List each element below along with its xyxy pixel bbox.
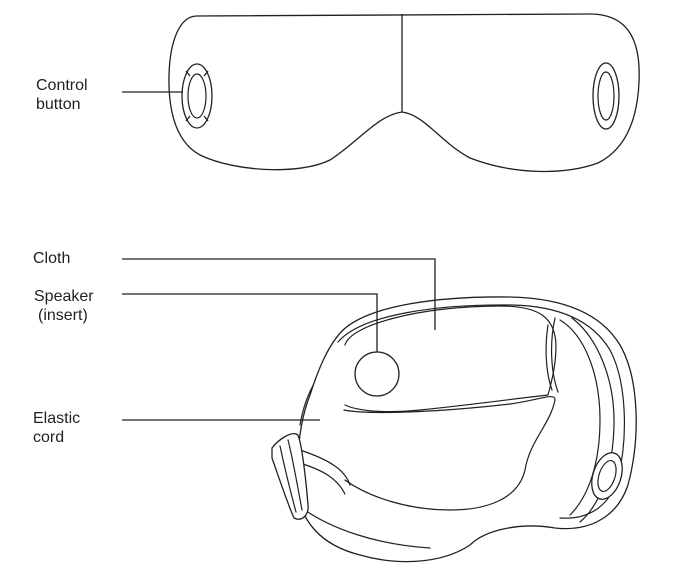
control-button-left — [181, 63, 213, 129]
label-speaker: Speaker (insert) — [34, 287, 94, 325]
mask-front-view — [168, 13, 640, 173]
label-control-button-line1: Control — [36, 77, 88, 94]
leader-cloth — [122, 258, 436, 330]
cloth-panel — [344, 305, 557, 413]
label-control-button-line2: button — [36, 96, 81, 113]
label-cloth: Cloth — [33, 249, 70, 268]
leader-lines — [122, 91, 436, 421]
label-elastic-cord: Elastic cord — [33, 409, 80, 447]
mask-front-outline — [168, 13, 640, 173]
control-button-side — [591, 452, 623, 500]
face-cushion — [343, 396, 556, 511]
label-cloth-text: Cloth — [33, 250, 71, 267]
label-elastic-cord-line1: Elastic — [33, 410, 81, 427]
label-elastic-cord-line2: cord — [33, 429, 65, 446]
leader-speaker — [122, 293, 378, 352]
label-speaker-line1: Speaker — [34, 288, 94, 305]
mask-side-view — [271, 296, 637, 563]
control-button-right — [592, 62, 620, 130]
label-speaker-line2: (insert) — [38, 307, 88, 324]
speaker-insert — [354, 351, 400, 397]
strap-buckle — [271, 433, 309, 520]
temple-piece-right — [559, 317, 615, 523]
mask-shell-outline — [296, 296, 637, 563]
label-control-button: Control button — [36, 76, 88, 114]
